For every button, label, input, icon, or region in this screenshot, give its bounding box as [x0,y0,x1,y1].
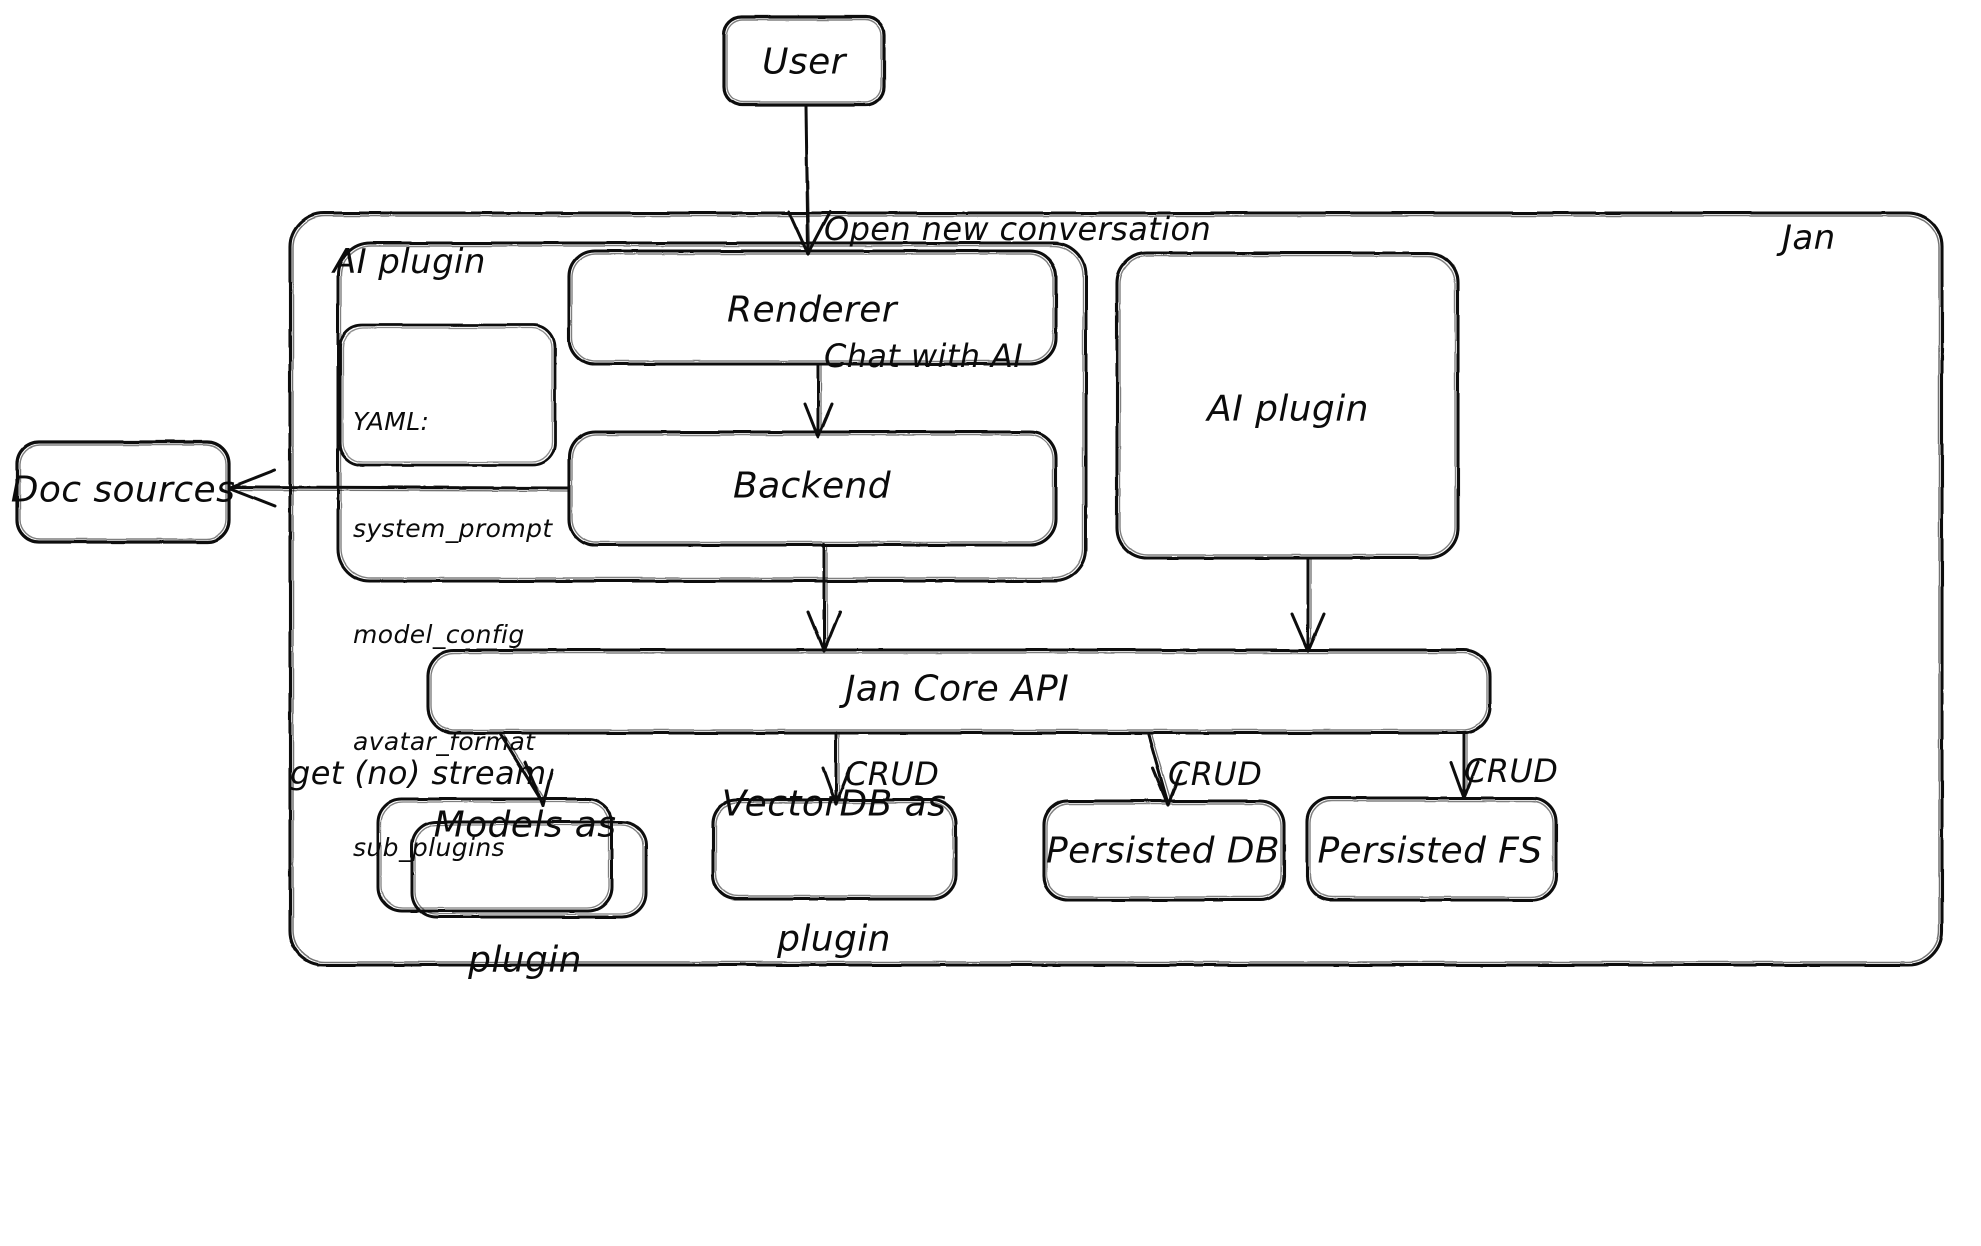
node-jan-core-api-box[interactable] [426,648,1492,735]
node-persisted-fs-box[interactable] [1305,796,1558,902]
edge-renderer-to-backend [803,362,834,439]
node-models-plugin-box[interactable] [376,797,648,919]
edge-core-to-persisted-fs [1449,731,1480,800]
node-user-box[interactable] [722,15,886,107]
node-doc-sources-box[interactable] [15,440,231,544]
group-ai-plugin-container [336,241,1088,583]
node-persisted-db-box[interactable] [1042,799,1286,902]
edge-ai-plugin-to-jan-core-api [1290,556,1326,653]
edge-core-to-vectordb [821,731,852,806]
group-jan-container [288,211,1944,967]
node-backend-box[interactable] [567,430,1058,547]
edge-backend-to-doc-sources [227,468,571,508]
edge-user-to-renderer [787,104,832,256]
edge-core-to-persisted-db [1146,731,1183,807]
node-yaml-note-box [338,323,557,467]
edge-core-to-models [498,731,554,807]
node-ai-plugin-right-box[interactable] [1115,251,1460,560]
edge-backend-to-jan-core-api [806,543,842,653]
node-vectordb-plugin-box[interactable] [711,798,958,901]
node-renderer-box[interactable] [567,249,1058,366]
